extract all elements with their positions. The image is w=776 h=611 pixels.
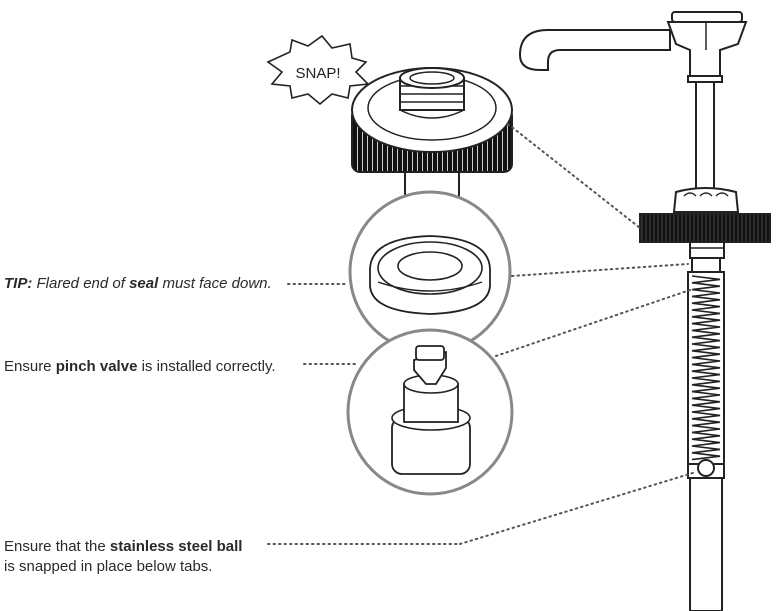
pump-spring [687,271,725,465]
snap-label: SNAP! [295,65,340,82]
pump-spout [518,11,748,83]
leader-ball-to-pump [459,471,697,545]
pump-dip-tube [687,459,725,611]
pinch-text-after: is installed correctly. [137,358,276,375]
pinch-text-bold: pinch valve [55,358,138,375]
pump-collar [639,187,771,273]
cap-assembly [351,67,513,201]
tip-text-bold: seal [129,275,159,292]
pinch-text-before: Ensure [4,358,56,375]
pinch-valve-detail [346,328,514,496]
ball-text-bold: stainless steel ball [109,538,243,555]
callout-pinch-valve: Ensure pinch valve is installed correctl… [4,357,276,377]
tip-text-before: Flared end of [32,275,130,292]
leader-cap-to-collar [507,123,641,229]
pump-shaft [695,81,715,193]
callout-steel-ball: Ensure that the stainless steel ball is … [4,537,242,577]
leader-valve-to-pump [495,289,691,357]
leader-seal-to-pump [511,263,689,277]
snap-burst: SNAP! [266,34,370,106]
tip-text-after: must face down. [158,275,272,292]
tip-prefix: TIP: [4,275,33,292]
leader-lines [267,123,697,545]
seal-detail [348,190,512,354]
ball-text-before: Ensure that the [4,538,110,555]
ball-text-line2: is snapped in place below tabs. [4,558,213,575]
callout-seal-tip: TIP: Flared end of seal must face down. [4,274,272,294]
